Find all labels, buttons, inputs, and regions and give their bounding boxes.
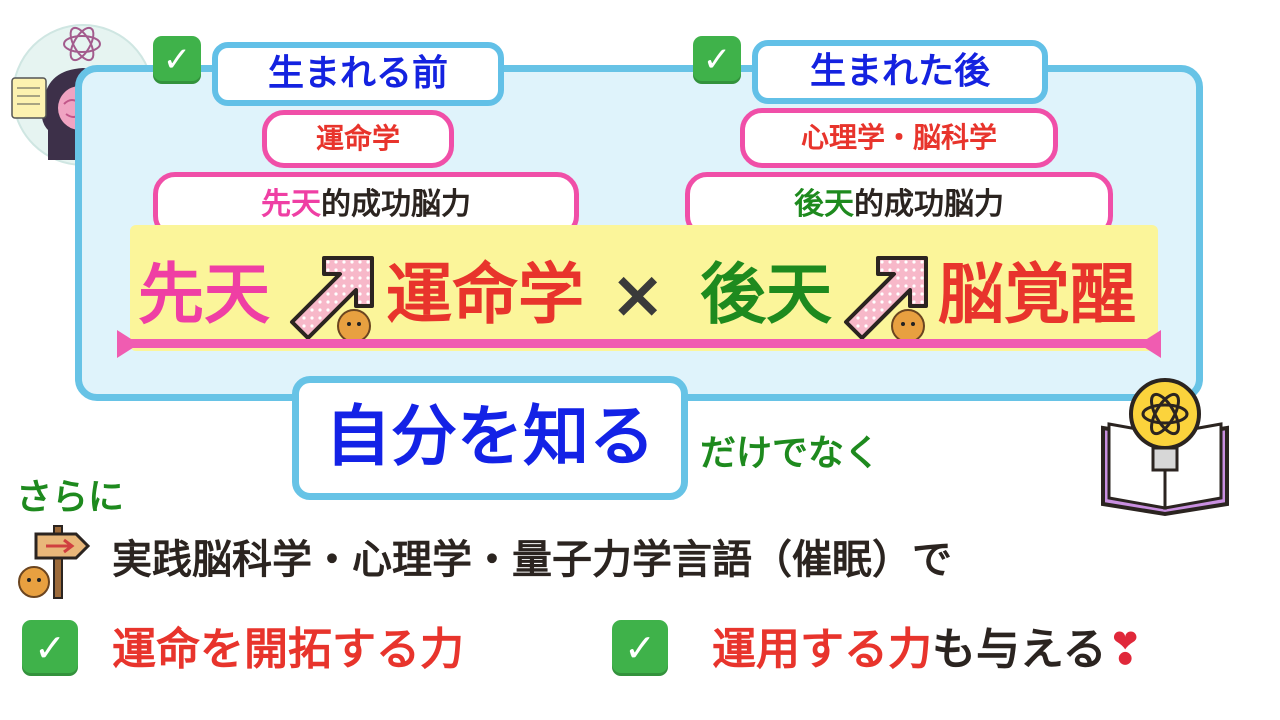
signpost-icon bbox=[14, 520, 94, 604]
up-arrow-icon bbox=[284, 250, 380, 350]
up-arrow-icon bbox=[838, 250, 934, 350]
banner-left-word: 先天 bbox=[138, 256, 270, 333]
arrow-left-head-icon bbox=[117, 330, 139, 358]
self-knowledge-box: 自分を知る bbox=[292, 376, 688, 500]
check-icon: ✓ bbox=[153, 36, 201, 84]
check-icon: ✓ bbox=[612, 620, 668, 676]
benefit-second-dark: も与える bbox=[932, 624, 1107, 675]
after-ability-accent: 後天 bbox=[794, 187, 854, 222]
span-arrow-line bbox=[117, 339, 1161, 348]
banner-left-result: 運命学 bbox=[386, 256, 584, 333]
before-field: 運命学 bbox=[262, 110, 454, 168]
benefit-second-red: 運用する力 bbox=[712, 624, 932, 675]
arrow-right-head-icon bbox=[1139, 330, 1161, 358]
heart-icon: ❣ bbox=[1106, 624, 1144, 675]
benefit-second: 運用する力も与える❣ bbox=[712, 622, 1144, 678]
banner-right-word: 後天 bbox=[700, 256, 832, 333]
after-field: 心理学・脳科学 bbox=[740, 108, 1058, 168]
check-icon: ✓ bbox=[693, 36, 741, 84]
benefit-first: 運命を開拓する力 bbox=[112, 624, 464, 675]
book-lightbulb-icon bbox=[1095, 368, 1235, 522]
more-intro: さらに bbox=[16, 477, 125, 518]
times-icon: × bbox=[610, 256, 666, 333]
self-suffix: だけでなく bbox=[700, 433, 881, 474]
before-ability-accent: 先天 bbox=[261, 187, 321, 222]
banner-right-result: 脳覚醒 bbox=[938, 256, 1136, 333]
before-title: 生まれる前 bbox=[212, 42, 504, 106]
before-ability-rest: 的成功脳力 bbox=[321, 187, 471, 222]
after-ability-rest: 的成功脳力 bbox=[854, 187, 1004, 222]
methods-line: 実践脳科学・心理学・量子力学言語（催眠）で bbox=[112, 537, 952, 583]
check-icon: ✓ bbox=[22, 620, 78, 676]
after-title: 生まれた後 bbox=[752, 40, 1048, 104]
